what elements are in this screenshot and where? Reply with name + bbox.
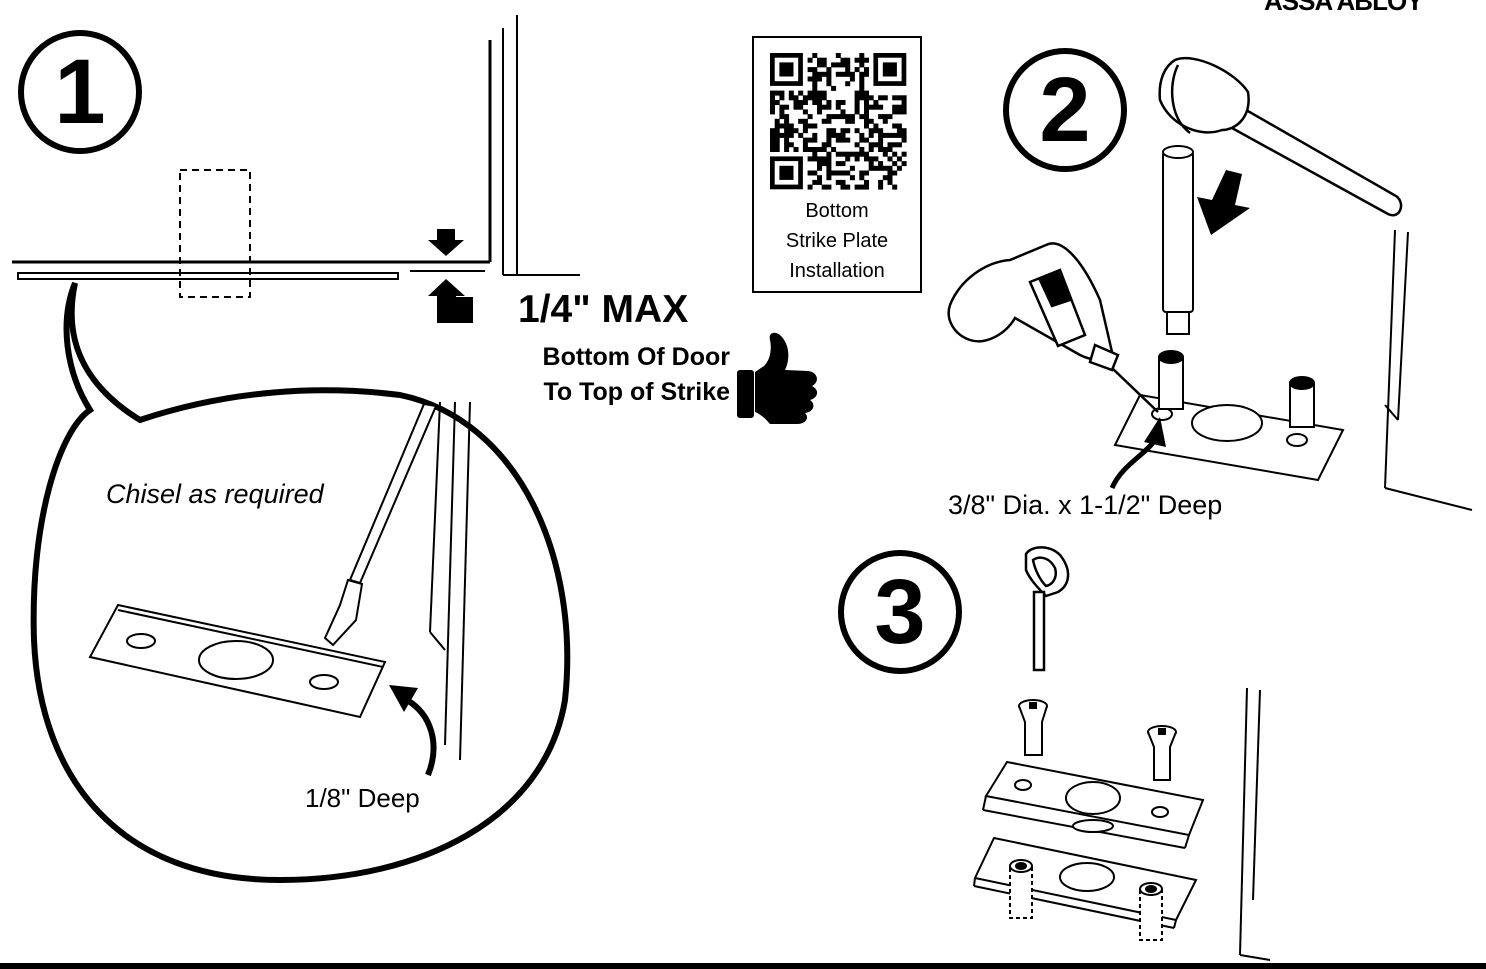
hex-key-icon bbox=[1024, 546, 1070, 672]
detail-callout bbox=[30, 281, 571, 884]
step-number-3: 3 bbox=[838, 550, 962, 674]
depth-label: 1/8" Deep bbox=[305, 783, 420, 813]
screw-icon bbox=[1018, 699, 1048, 756]
step-number-1: 1 bbox=[18, 30, 142, 154]
detail-strike-plate bbox=[88, 603, 387, 719]
gap-value-label: 1/4" MAX bbox=[518, 288, 689, 331]
arrow-down-icon bbox=[428, 229, 464, 256]
gap-desc-line2: To Top of Strike bbox=[543, 378, 730, 406]
detail-door-edge bbox=[429, 401, 471, 761]
hammer-icon bbox=[1158, 57, 1403, 217]
arrow-up-icon bbox=[428, 279, 473, 323]
drill-icon bbox=[947, 242, 1159, 413]
step1-door-section bbox=[12, 15, 580, 298]
step2-door-edge bbox=[1384, 229, 1473, 511]
thumbs-up-icon bbox=[737, 332, 818, 424]
qr-caption-line1: Bottom bbox=[805, 200, 869, 222]
qr-caption-line3: Installation bbox=[789, 260, 885, 282]
dowel-insert bbox=[1158, 350, 1315, 428]
step-number-2: 2 bbox=[1003, 48, 1127, 172]
step2-strike-plate bbox=[1113, 393, 1345, 482]
screw-icon bbox=[1147, 725, 1177, 781]
step3-base-plate bbox=[973, 836, 1198, 929]
step3-door-edge bbox=[1239, 687, 1271, 961]
chisel-icon bbox=[323, 402, 438, 647]
gap-desc-line1: Bottom Of Door bbox=[542, 343, 730, 371]
curved-arrow-icon bbox=[389, 685, 437, 777]
chisel-note: Chisel as required bbox=[106, 479, 324, 509]
arrow-down-icon bbox=[1197, 170, 1250, 235]
setting-punch bbox=[1162, 145, 1194, 335]
curved-arrow-icon bbox=[1109, 417, 1166, 490]
qr-code-icon bbox=[769, 52, 907, 190]
qr-caption-line2: Strike Plate bbox=[785, 230, 889, 252]
qr-code-box bbox=[752, 36, 922, 293]
step3-dowel-tops bbox=[1009, 859, 1163, 896]
drill-spec-label: 3/8" Dia. x 1-1/2" Deep bbox=[948, 490, 1223, 520]
brand-logo: ASSA ABLOY bbox=[1264, 0, 1424, 16]
step3-strike-plate bbox=[982, 760, 1205, 849]
